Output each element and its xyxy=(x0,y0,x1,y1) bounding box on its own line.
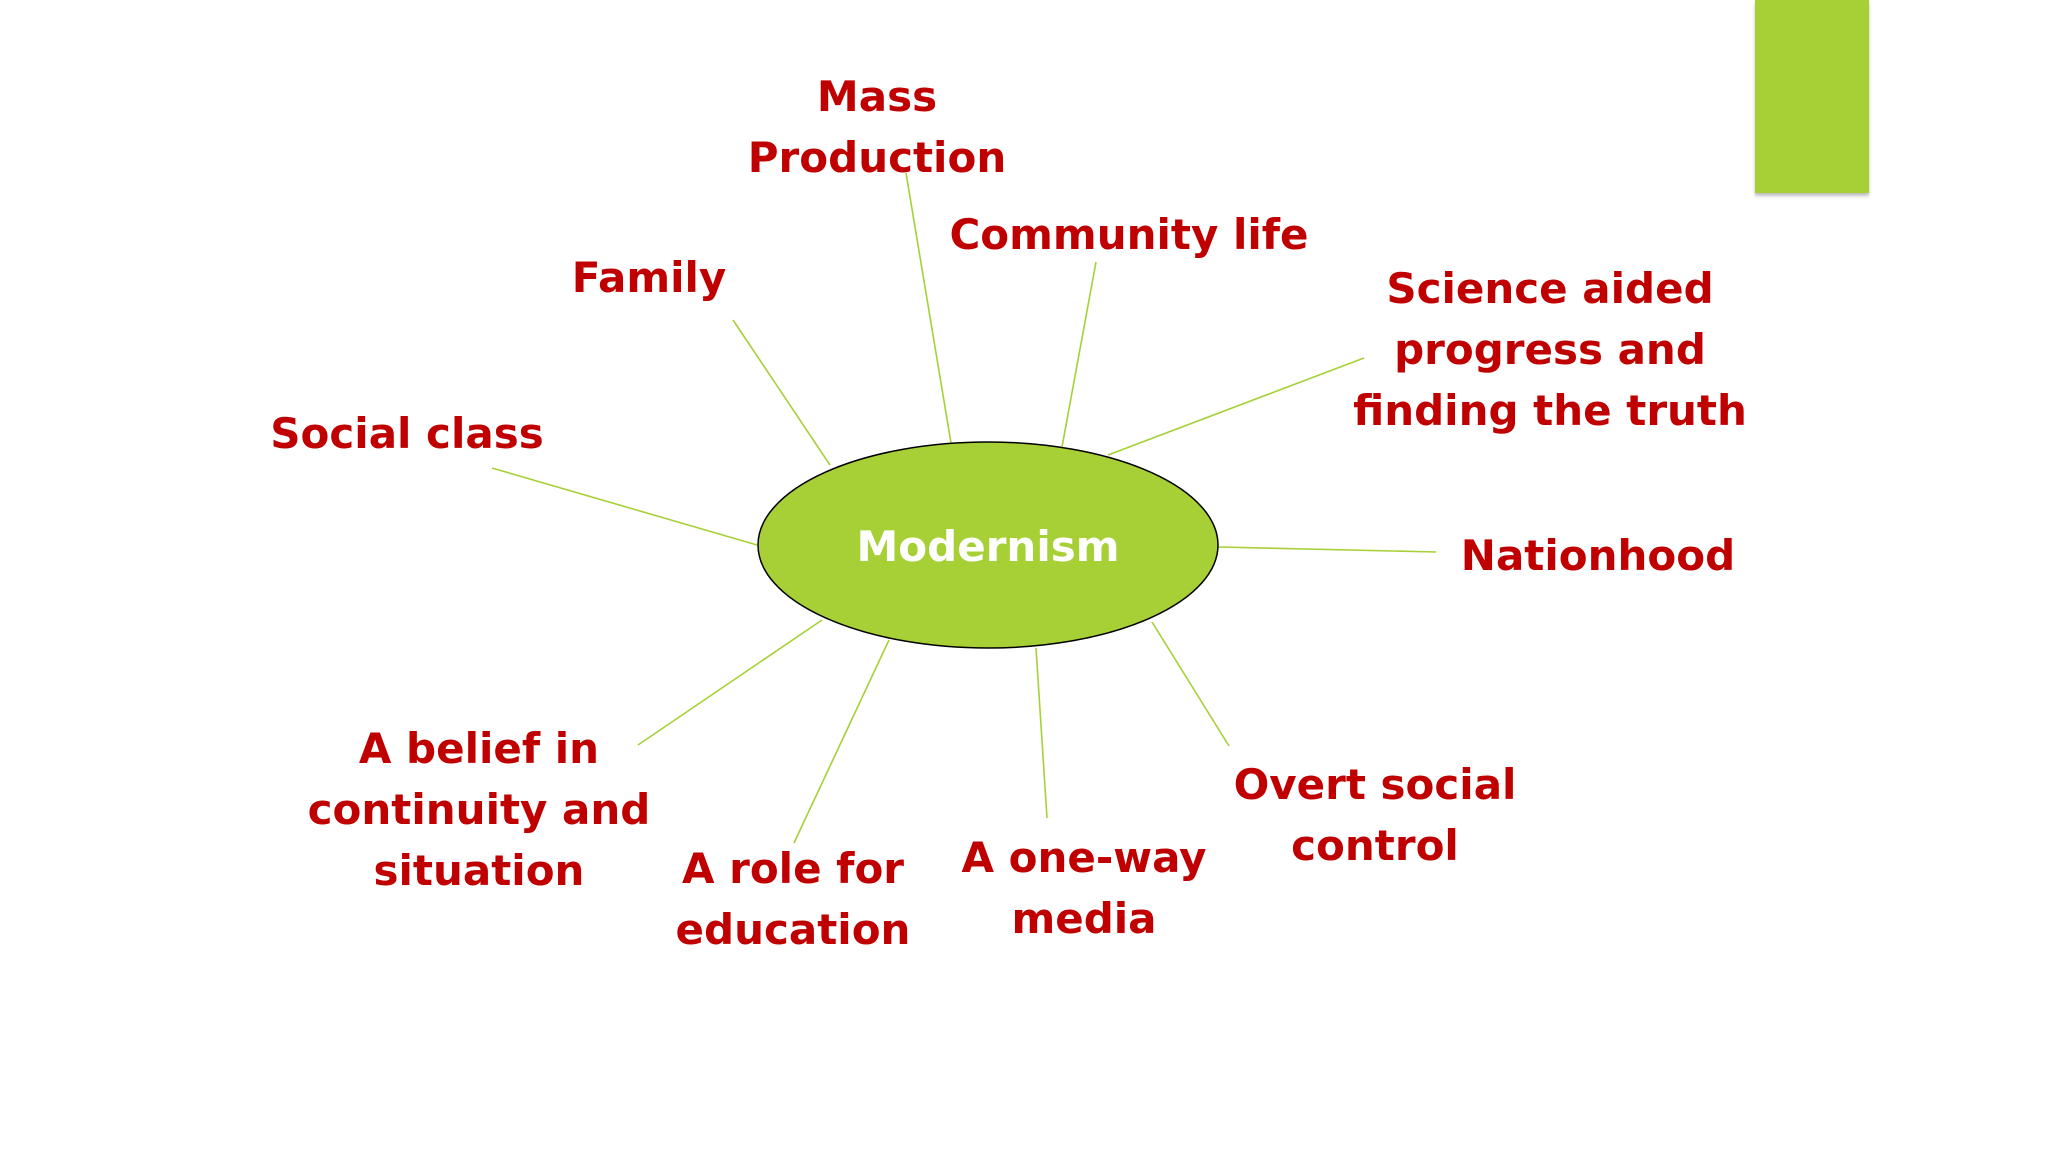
connector-one-way-media xyxy=(1035,647,1048,819)
connector-community-life xyxy=(1061,261,1097,448)
connectors xyxy=(491,172,1437,844)
connector-belief-in-continuity xyxy=(637,619,823,746)
node-label-community-life: Community life xyxy=(949,210,1309,259)
connector-mass-production xyxy=(905,172,952,444)
node-label-family: Family xyxy=(571,253,727,302)
connector-social-class xyxy=(491,467,758,546)
node-label-nationhood: Nationhood xyxy=(1460,531,1736,580)
accent-bar xyxy=(1755,0,1869,193)
center-label: Modernism xyxy=(856,522,1120,571)
center-node xyxy=(757,441,1219,649)
node-label-social-class: Social class xyxy=(270,409,544,458)
connector-science-aided-progress xyxy=(1107,357,1365,456)
connector-nationhood xyxy=(1217,546,1437,553)
connector-family xyxy=(732,319,831,466)
connector-overt-social-control xyxy=(1151,621,1230,747)
connector-role-for-education xyxy=(793,639,890,844)
